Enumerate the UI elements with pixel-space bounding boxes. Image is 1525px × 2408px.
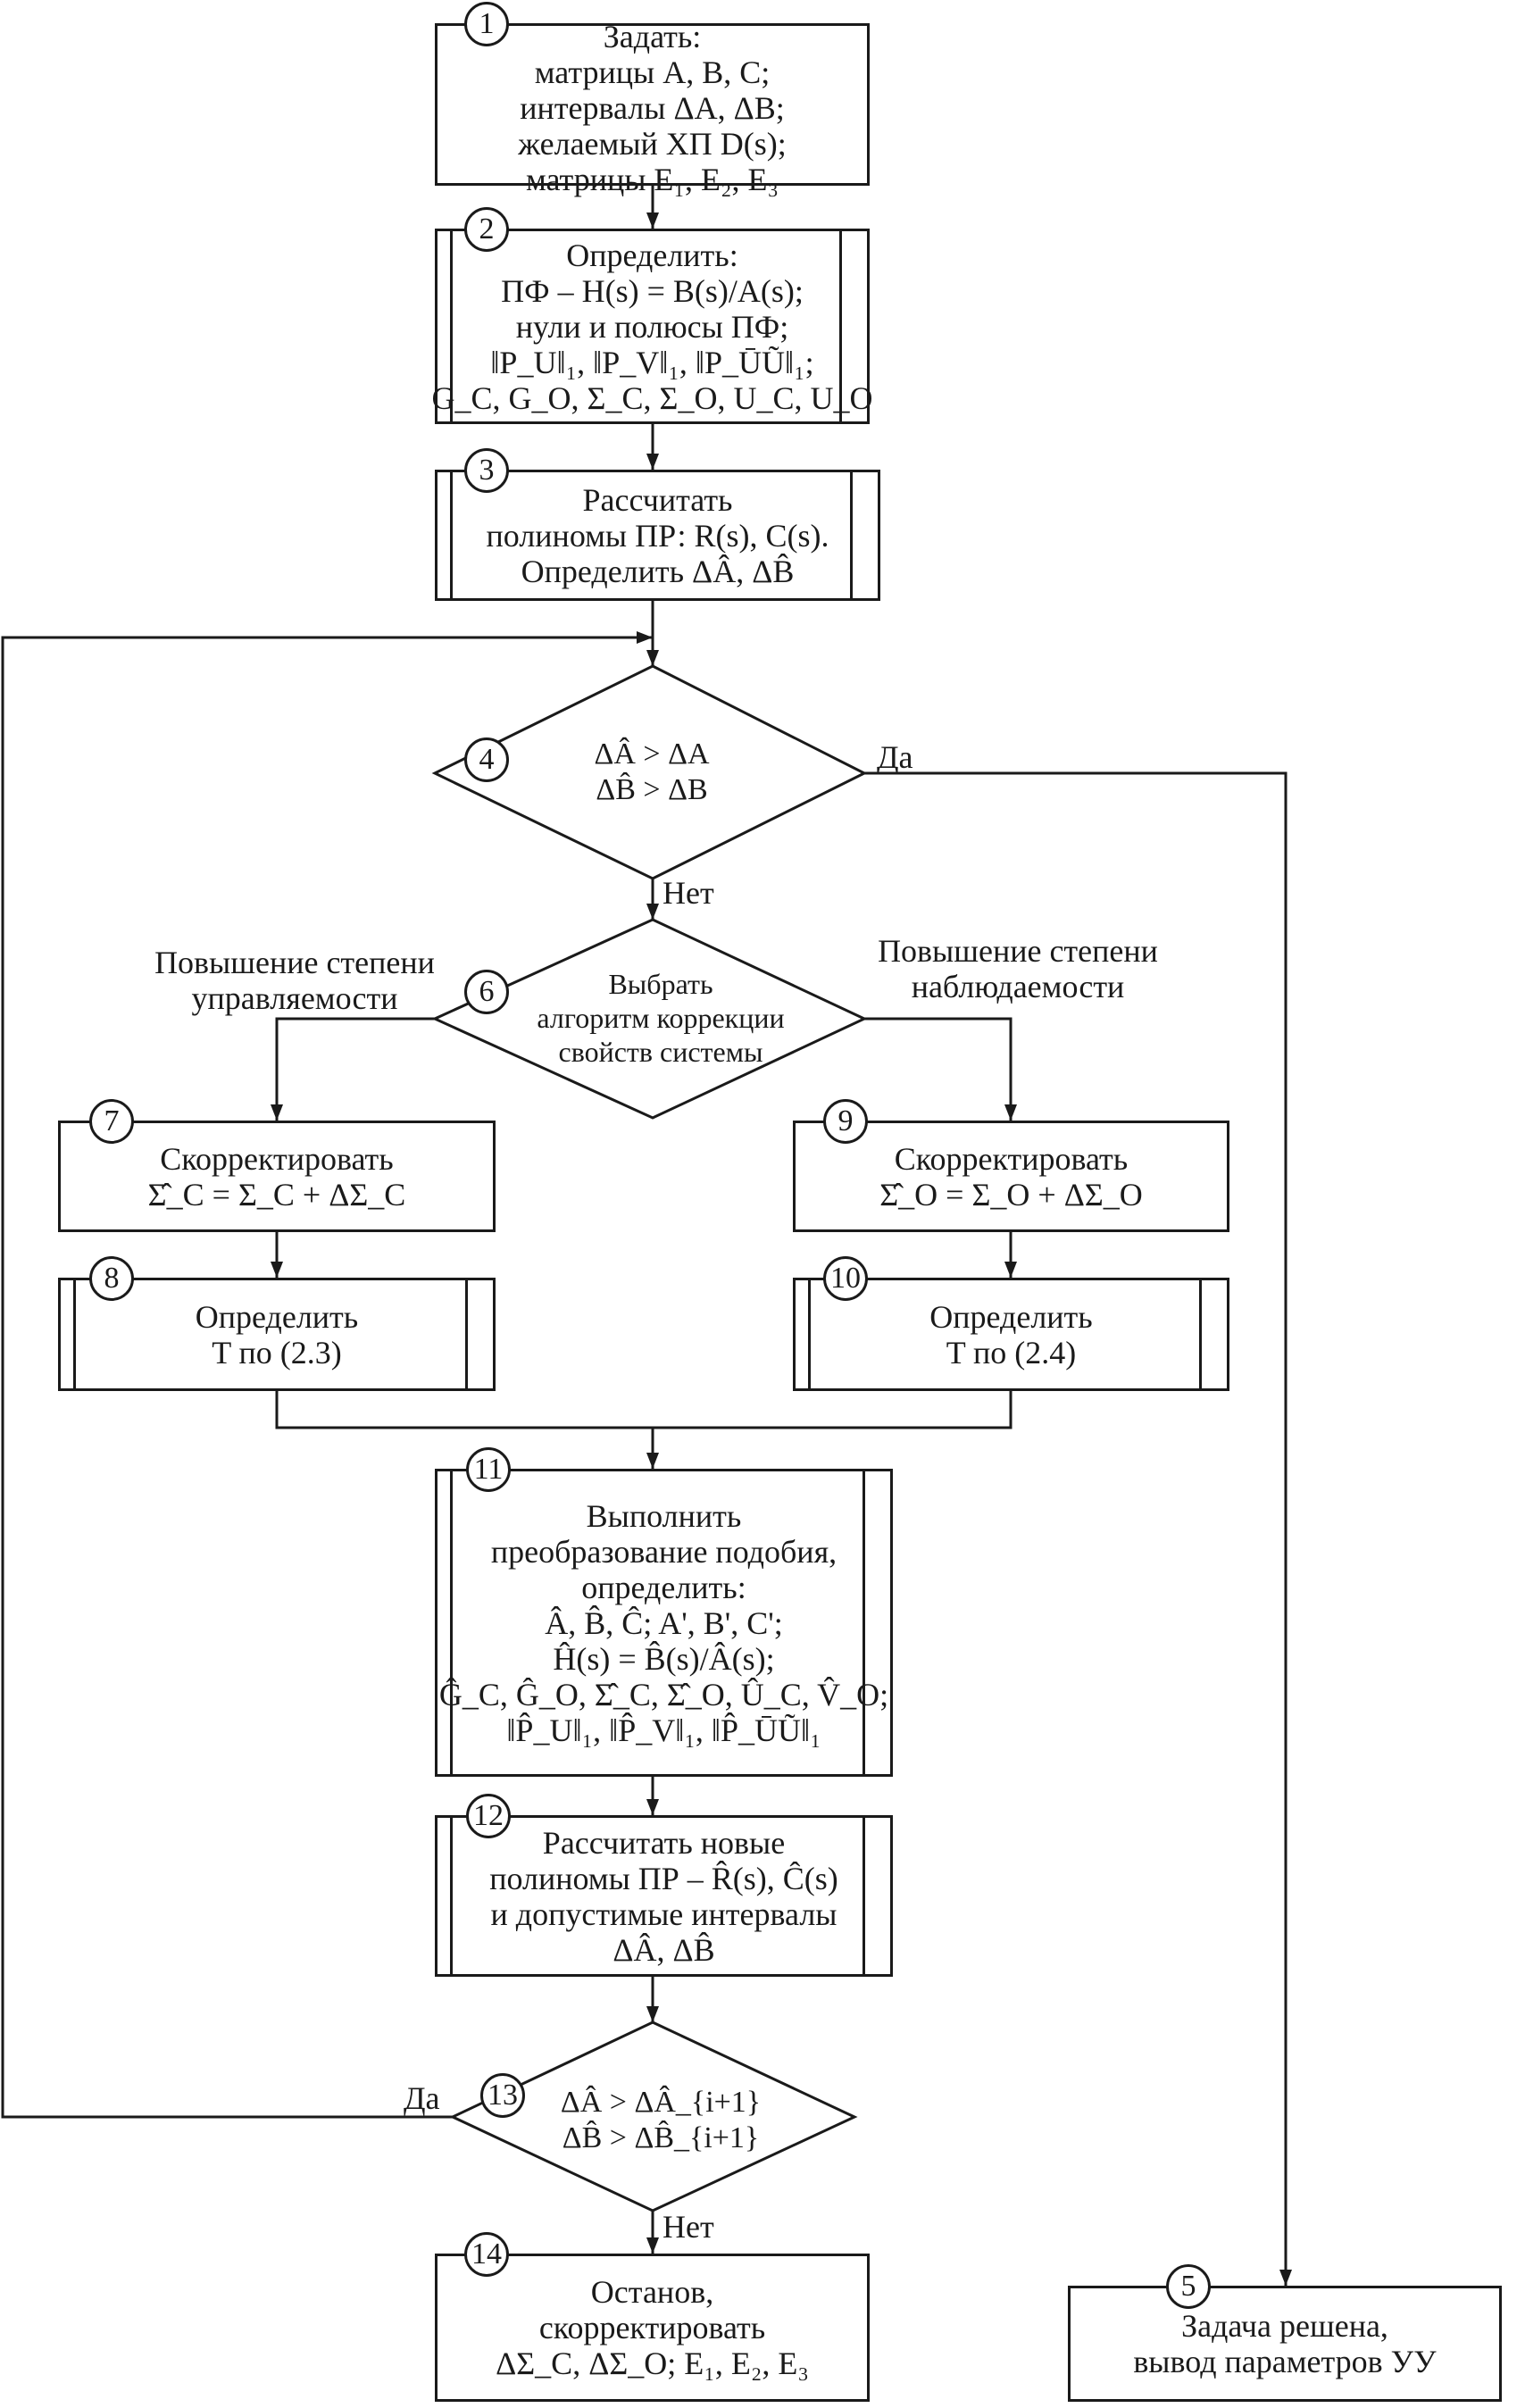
decision-13-yes-label: Да (404, 2080, 440, 2116)
decision-13-number-badge: 13 (480, 2073, 525, 2118)
block-5-solved: Задача решена, вывод параметров УУ (1068, 2286, 1502, 2402)
block-10-line: T по (2.4) (946, 1334, 1077, 1371)
block-9-correct-observability: Скорректировать Σ̂_O = Σ_O + ΔΣ_O (793, 1121, 1229, 1232)
block-11-line: преобразование подобия, (490, 1533, 838, 1570)
block-1-line: интервалы ΔA, ΔB; (520, 90, 785, 126)
block-11-line: определить: (581, 1569, 746, 1605)
block-2-line: Определить: (566, 237, 738, 273)
block-14-stop: Останов, скорректировать ΔΣ_C, ΔΣ_O; E₁,… (435, 2254, 870, 2402)
decision-4-number-badge: 4 (464, 737, 509, 782)
block-3-line: полиномы ПР: R(s), C(s). (486, 517, 829, 554)
block-14-line: скорректировать (538, 2310, 766, 2346)
block-7-correct-controllability: Скорректировать Σ̂_C = Σ_C + ΔΣ_C (58, 1121, 496, 1232)
block-9-line: Σ̂_O = Σ_O + ΔΣ_O (879, 1176, 1143, 1212)
branch-right-line: наблюдаемости (911, 969, 1125, 1004)
block-3-line: Рассчитать (582, 481, 733, 518)
decision-6-line: Выбрать (608, 968, 713, 1000)
block-10-number-badge: 10 (823, 1256, 868, 1301)
block-9-number-badge: 9 (823, 1099, 868, 1144)
branch-left-line: управляемости (191, 980, 398, 1016)
block-11-number-badge: 11 (466, 1447, 511, 1492)
decision-4-condition: ΔÂ > ΔA ΔB̂ > ΔB (527, 723, 777, 821)
arrow-6-7 (275, 1017, 435, 1121)
block-10-line: Определить (929, 1298, 1093, 1335)
block-12-line: полиномы ПР – R̂(s), Ĉ(s) (489, 1860, 838, 1896)
block-14-line: Останов, (590, 2274, 714, 2310)
block-1-line: желаемый ХП D(s); (518, 126, 787, 162)
block-11-line: Выполнить (586, 1497, 742, 1534)
block-7-number-badge: 7 (89, 1099, 134, 1144)
block-3-calculate: Рассчитать полиномы ПР: R(s), C(s). Опре… (435, 470, 880, 601)
block-5-line: вывод параметров УУ (1133, 2344, 1437, 2379)
loop-back-line (1, 636, 653, 2119)
branch-left-line: Повышение степени (154, 945, 435, 980)
block-1-line: матрицы E₁, E₂, E₃ (525, 162, 779, 197)
block-3-line: Определить ΔÂ, ΔB̂ (521, 553, 795, 589)
branch-observability-label: Повышение степени наблюдаемости (839, 933, 1196, 1004)
block-11-similarity-transform: Выполнить преобразование подобия, опреде… (435, 1469, 893, 1777)
decision-4-line: ΔB̂ > ΔB (596, 773, 708, 806)
join-line (275, 1391, 1012, 1429)
block-9-line: Скорректировать (894, 1140, 1129, 1177)
block-2-determine: Определить: ПФ – H(s) = B(s)/A(s); нули … (431, 229, 873, 424)
block-2-line: ‖P_U‖₁, ‖P_V‖₁, ‖P_ŪŨ‖₁; (490, 344, 814, 380)
block-11-line: ‖P̂_U‖₁, ‖P̂_V‖₁, ‖P̂_ŪŨ‖₁ (506, 1712, 821, 1748)
decision-4-no-label: Нет (662, 875, 714, 911)
block-2-line: нули и полюсы ПФ; (515, 308, 789, 345)
block-11-line: Ĥ(s) = B̂(s)/Â(s); (553, 1640, 775, 1677)
block-12-new-polynomials: Рассчитать новые полиномы ПР – R̂(s), Ĉ(… (435, 1815, 893, 1977)
block-14-line: ΔΣ_C, ΔΣ_O; E₁, E₂, E₃ (496, 2346, 809, 2381)
block-8-determine-t: Определить T по (2.3) (58, 1278, 496, 1391)
block-12-line: ΔÂ, ΔB̂ (612, 1931, 715, 1968)
block-1-input: Задать: матрицы A, B, C; интервалы ΔA, Δ… (435, 19, 870, 197)
block-2-number-badge: 2 (464, 207, 509, 252)
decision-6-question: Выбрать алгоритм коррекции свойств систе… (500, 964, 821, 1071)
block-11-line: Â, B̂, Ĉ; A', B', C'; (545, 1604, 783, 1641)
block-12-line: Рассчитать новые (542, 1824, 786, 1861)
block-8-number-badge: 8 (89, 1256, 134, 1301)
block-7-line: Скорректировать (160, 1140, 394, 1177)
decision-6-line: алгоритм коррекции (537, 1002, 785, 1034)
decision-6-line: свойств системы (558, 1036, 763, 1068)
decision-13-line: ΔB̂ > ΔB̂_{i+1} (562, 2121, 760, 2154)
block-5-line: Задача решена, (1181, 2308, 1388, 2344)
block-1-number-badge: 1 (464, 2, 509, 46)
branch-controllability-label: Повышение степени управляемости (116, 945, 473, 1016)
block-1-line: Задать: (603, 19, 702, 54)
block-12-number-badge: 12 (466, 1794, 511, 1838)
decision-4-line: ΔÂ > ΔA (594, 737, 710, 771)
block-12-line: и допустимые интервалы (490, 1896, 838, 1932)
block-14-number-badge: 14 (464, 2232, 509, 2277)
block-5-number-badge: 5 (1166, 2264, 1211, 2309)
arrow-6-9 (864, 1017, 1012, 1121)
decision-13-line: ΔÂ > ΔÂ_{i+1} (560, 2086, 762, 2119)
block-10-determine-t: Определить T по (2.4) (793, 1278, 1229, 1391)
block-1-line: матрицы A, B, C; (534, 54, 771, 90)
block-7-line: Σ̂_C = Σ_C + ΔΣ_C (147, 1176, 406, 1212)
decision-13-no-label: Нет (662, 2209, 714, 2245)
block-2-line: ПФ – H(s) = B(s)/A(s); (501, 272, 804, 309)
decision-13-condition: ΔÂ > ΔÂ_{i+1} ΔB̂ > ΔB̂_{i+1} (545, 2071, 777, 2170)
branch-right-line: Повышение степени (878, 933, 1158, 969)
decision-4-yes-label: Да (877, 739, 913, 775)
block-3-number-badge: 3 (464, 448, 509, 493)
arrow-4-5 (864, 771, 1288, 2286)
block-8-line: Определить (195, 1298, 359, 1335)
block-8-line: T по (2.3) (212, 1334, 342, 1371)
block-11-line: Ĝ_C, Ĝ_O, Σ̂_C, Σ̂_O, Û_C, V̂_O; (438, 1676, 889, 1712)
decision-6-number-badge: 6 (464, 970, 509, 1014)
block-2-line: G_C, G_O, Σ_C, Σ_O, U_C, U_O (431, 379, 873, 416)
